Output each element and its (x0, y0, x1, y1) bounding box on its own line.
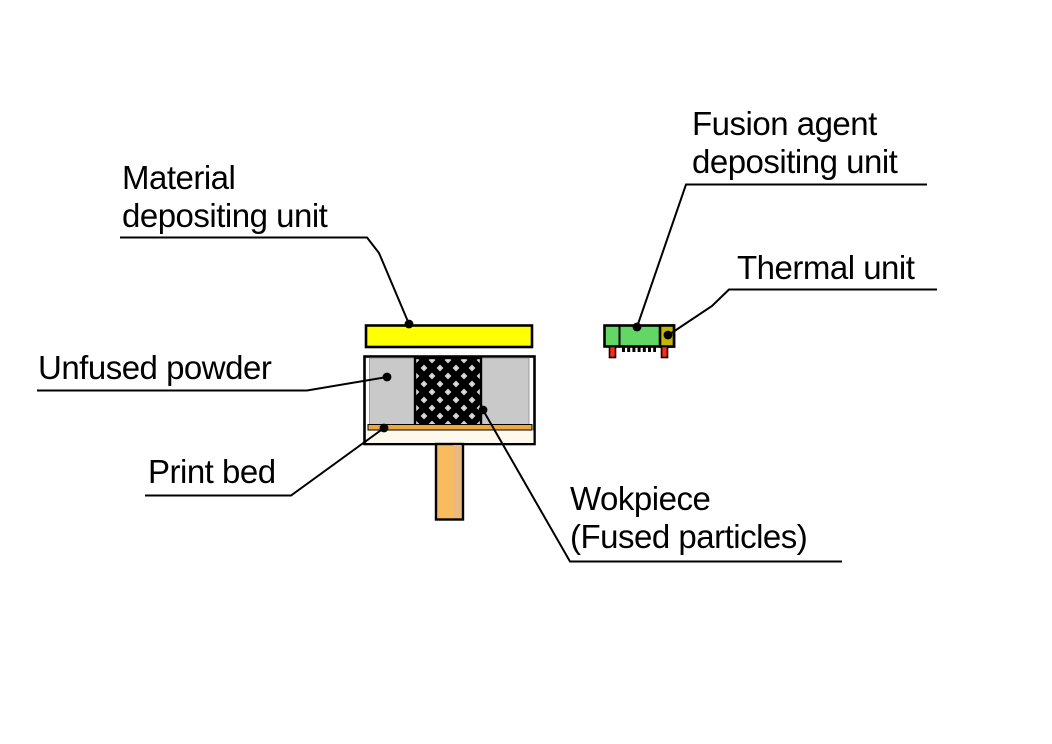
unit-leg-right (660, 345, 669, 359)
tray-band (366, 430, 534, 443)
fusion-unit-label-line2: depositing unit (692, 143, 898, 180)
fusion-unit-leader-dot (632, 322, 642, 332)
print-bed-strip (367, 424, 533, 431)
print-bed-label: Print bed (148, 453, 276, 490)
material-unit-leader-dot (404, 319, 414, 329)
thermal-unit-label: Thermal unit (737, 249, 915, 286)
unfused-powder-leader-dot (382, 372, 392, 382)
fusion-unit-label-line1: Fusion agent (692, 105, 877, 142)
workpiece-leader-line (482, 409, 842, 563)
unfused-powder-left (369, 357, 416, 426)
unfused-powder-right (480, 357, 530, 426)
workpiece-callout (478, 405, 842, 563)
thermal-unit-callout (663, 288, 937, 340)
unfused-powder-leader-line (37, 376, 388, 392)
thermal-unit-leader-dot (663, 330, 673, 340)
material-unit-label-line1: Material (122, 159, 235, 196)
material-unit-label-line2: depositing unit (122, 197, 328, 234)
fusion-unit-leader-line (636, 183, 927, 328)
fusion-unit-callout (632, 183, 927, 332)
piston-column-shade (453, 445, 461, 518)
unit-leg-left (608, 345, 617, 359)
unfused-powder-callout (37, 372, 392, 392)
print-bed-leader-line (145, 427, 385, 497)
unfused-powder-label: Unfused powder (38, 349, 272, 386)
print-bed-leader-dot (379, 423, 389, 433)
material-unit-leader-line (120, 236, 410, 325)
workpiece-label-line1: Wokpiece (570, 480, 710, 517)
material-unit-callout (120, 236, 414, 329)
workpiece-label-line2: (Fused particles) (570, 518, 807, 555)
thermal-unit-leader-line (669, 288, 937, 335)
material-depositing-unit-bar (364, 324, 534, 349)
workpiece-block (413, 356, 483, 430)
print-bed-callout (145, 423, 389, 497)
workpiece-leader-dot (478, 405, 488, 415)
